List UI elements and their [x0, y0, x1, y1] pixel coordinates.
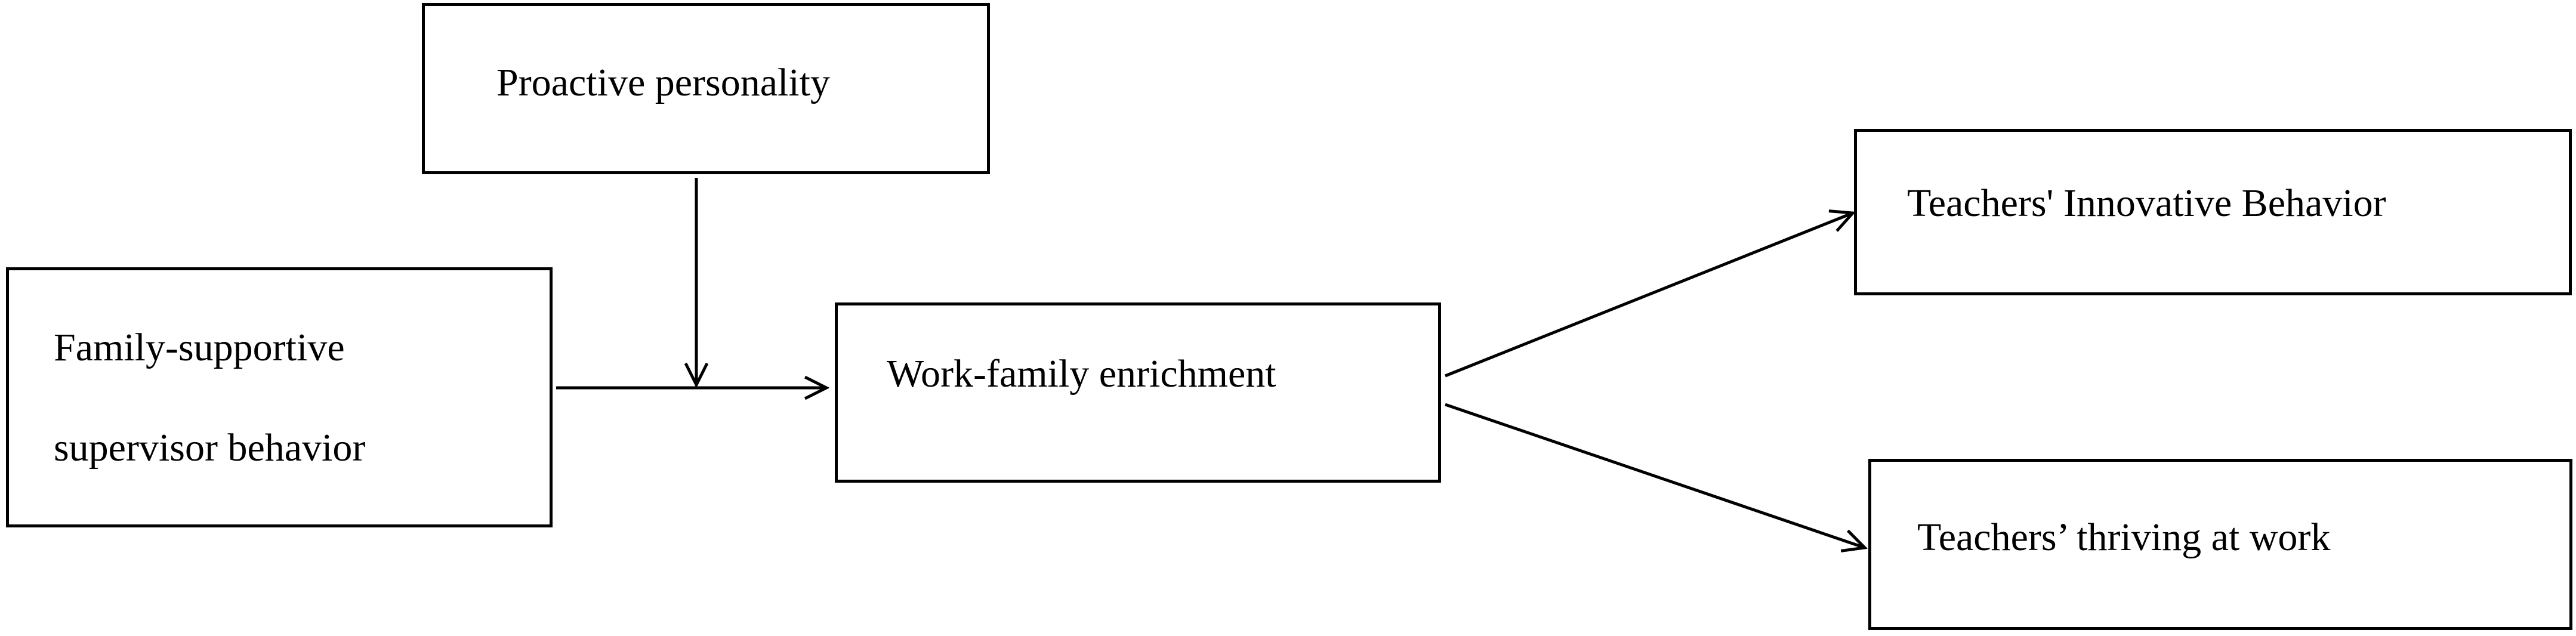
node-teachers-thriving-at-work: Teachers’ thriving at work	[1868, 459, 2572, 630]
node-work-family-enrichment-label: Work-family enrichment	[887, 352, 1276, 396]
node-work-family-enrichment: Work-family enrichment	[835, 302, 1441, 483]
node-family-supportive-label-line1: Family-supportive	[54, 326, 345, 369]
edge-wfe-to-innovative	[1445, 213, 1853, 378]
node-proactive-personality: Proactive personality	[422, 3, 990, 174]
node-teachers-innovative-behavior: Teachers' Innovative Behavior	[1854, 129, 2572, 295]
node-family-supportive-label-line2: supervisor behavior	[54, 426, 366, 470]
node-teachers-thriving-label: Teachers’ thriving at work	[1917, 515, 2331, 559]
node-family-supportive-supervisor-behavior: Family-supportive supervisor behavior	[6, 267, 553, 527]
edge-wfe-to-thriving	[1445, 403, 1865, 548]
node-teachers-innovative-behavior-label: Teachers' Innovative Behavior	[1907, 181, 2386, 225]
node-proactive-personality-label: Proactive personality	[496, 61, 831, 104]
